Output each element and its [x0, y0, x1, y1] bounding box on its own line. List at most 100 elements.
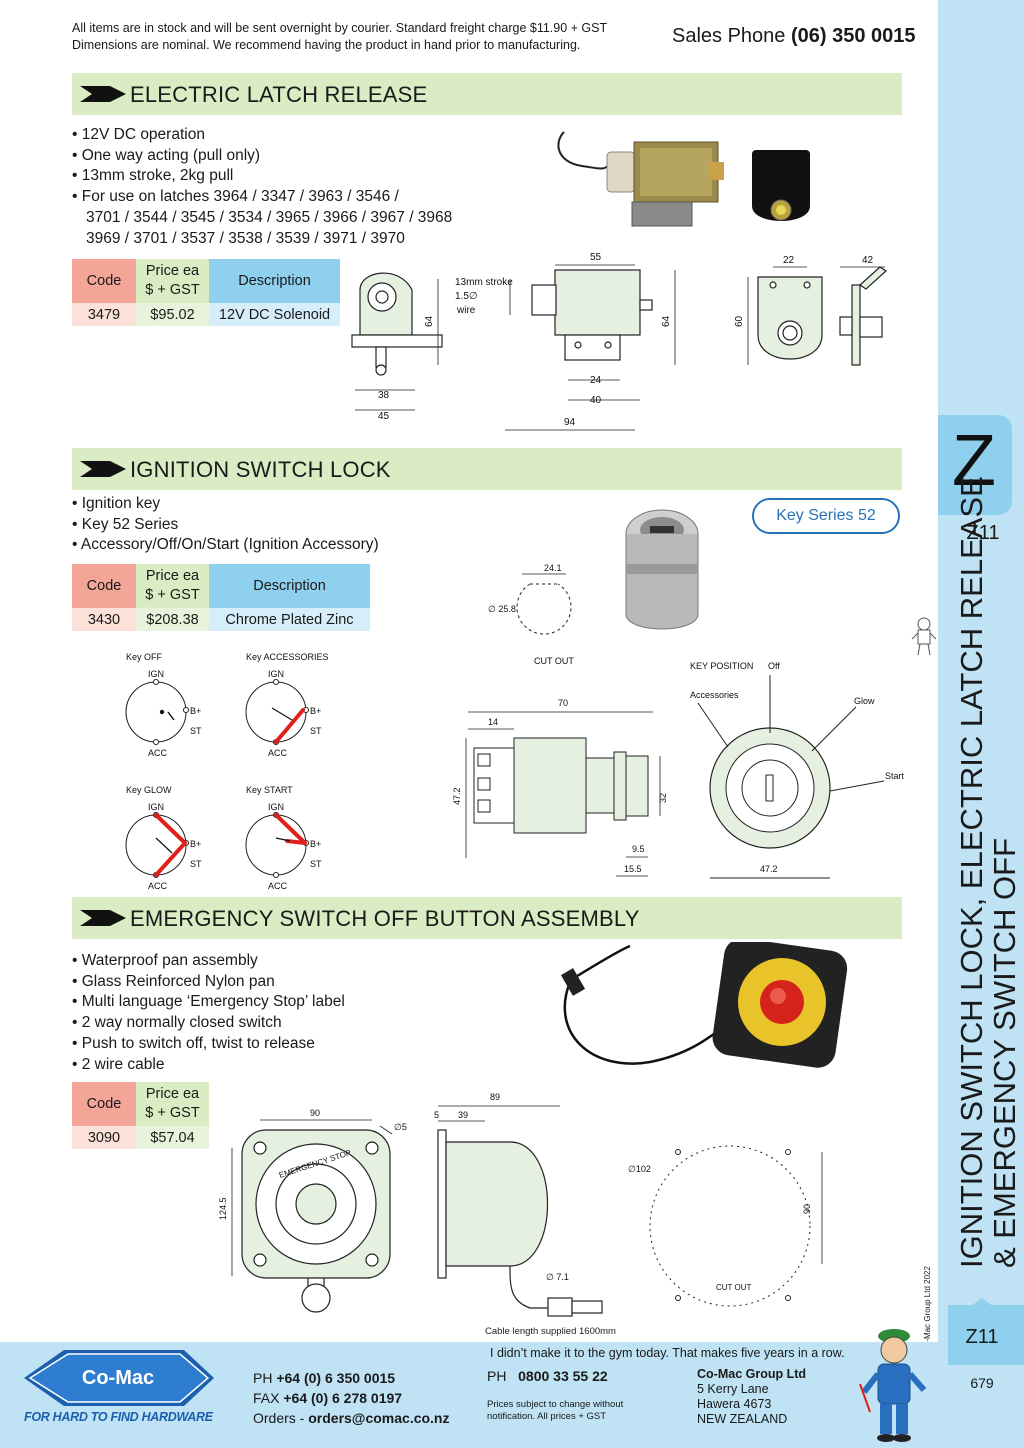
diagram-st: ST: [310, 726, 322, 736]
diagram-bplus: B+: [310, 839, 321, 849]
dim-42: 42: [862, 255, 874, 266]
company-address: Co-Mac Group Ltd 5 Kerry Lane Hawera 467…: [697, 1367, 806, 1427]
cell-description: Chrome Plated Zinc: [209, 608, 370, 631]
emergency-button-photo: [560, 942, 848, 1068]
diagram-bplus: B+: [190, 706, 201, 716]
dim-22: 22: [783, 255, 795, 266]
freephone: PH 0800 33 55 22: [487, 1368, 608, 1384]
ignition-price-table: Code Price ea$ + GST Description 3430 $2…: [72, 564, 370, 631]
section-header-ignition: IGNITION SWITCH LOCK: [72, 448, 902, 490]
col-code: Code: [72, 259, 136, 303]
section-title-ignition: IGNITION SWITCH LOCK: [130, 457, 391, 482]
section-letter-tab[interactable]: [938, 415, 1012, 515]
vertical-title-line2: & EMERGENCY SWITCH OFF: [987, 837, 1022, 1268]
emergency-features: Waterproof pan assembly Glass Reinforced…: [72, 951, 345, 1075]
latch-feature: For use on latches 3964 / 3347 / 3963 / …: [72, 187, 452, 208]
comac-logo[interactable]: Co-Mac: [24, 1346, 214, 1410]
chevron-arrow-icon: [80, 461, 126, 477]
sales-phone-number[interactable]: (06) 350 0015: [790, 25, 916, 47]
ph-number[interactable]: +64 (0) 6 350 0015: [276, 1370, 396, 1386]
emergency-dimension-drawing: 90 ∅5 124.5 EMERGENCY STOP 89 5 39 ∅ 7.1…: [218, 1092, 823, 1317]
dim-14: 14: [488, 717, 498, 727]
diagram-title: Key OFF: [126, 652, 163, 662]
cell-price: $57.04: [136, 1126, 209, 1149]
dim-25-8: ∅ 25.8: [488, 604, 516, 614]
latch-feature-cont: 3701 / 3544 / 3545 / 3534 / 3965 / 3966 …: [86, 208, 453, 226]
dim-90a: 90: [310, 1108, 320, 1118]
section-title-emergency: EMERGENCY SWITCH OFF BUTTON ASSEMBLY: [130, 906, 640, 931]
dim-60: 60: [734, 315, 745, 327]
sales-phone-label: Sales Phone: [672, 25, 786, 47]
col-price-line2: $ + GST: [145, 282, 200, 298]
section-code-tab[interactable]: [948, 1305, 1024, 1365]
cell-code: 3090: [72, 1126, 136, 1149]
table-row[interactable]: 3479 $95.02 12V DC Solenoid: [72, 303, 340, 326]
latch-feature: 12V DC operation: [72, 125, 452, 146]
diagram-bplus: B+: [310, 706, 321, 716]
cell-price: $95.02: [136, 303, 209, 326]
dim-64a: 64: [424, 315, 435, 327]
cell-code: 3430: [72, 608, 136, 631]
section-letter: Z: [952, 421, 996, 501]
col-price: Price ea $ + GST: [136, 1082, 209, 1126]
cutout-label: CUT OUT: [534, 656, 574, 666]
emergency-feature: 2 wire cable: [72, 1055, 345, 1076]
col-description: Description: [209, 564, 370, 608]
address-line: Hawera 4673: [697, 1397, 772, 1411]
sidebar: [938, 0, 1024, 1448]
diagram-st: ST: [310, 859, 322, 869]
dim-stroke-3: wire: [456, 305, 476, 316]
dim-38: 38: [378, 390, 390, 401]
diagram-title: Key GLOW: [126, 785, 172, 795]
dim-90b: 90: [802, 1204, 812, 1214]
dim-7-1: ∅ 7.1: [546, 1272, 569, 1282]
ph-label: PH: [253, 1370, 273, 1386]
emergency-cutout-label: CUT OUT: [716, 1283, 752, 1292]
ph2-label: PH: [487, 1368, 507, 1384]
dim-stroke-2: 1.5∅: [455, 291, 478, 302]
col-price: Price ea$ + GST: [136, 564, 209, 608]
col-price-line2: $ + GST: [145, 1105, 200, 1121]
fax-number: +64 (0) 6 278 0197: [283, 1390, 403, 1406]
section-code-top: Z11: [966, 522, 1000, 544]
ignition-key-diagrams: Key OFF IGN B+ ST ACC Key ACCESSORIES IG…: [125, 652, 329, 891]
diagram-bplus: B+: [190, 839, 201, 849]
orders-email[interactable]: orders@comac.co.nz: [308, 1410, 450, 1426]
col-price-line1: Price ea: [145, 568, 200, 584]
key-off-label: Off: [768, 661, 780, 671]
ph2-number[interactable]: 0800 33 55 22: [518, 1368, 608, 1384]
emergency-feature: Waterproof pan assembly: [72, 951, 345, 972]
latch-feature: 13mm stroke, 2kg pull: [72, 166, 452, 187]
freight-note: All items are in stock and will be sent …: [72, 20, 607, 54]
key-series-badge[interactable]: Key Series 52: [752, 498, 900, 534]
dim-39: 39: [458, 1110, 468, 1120]
diagram-ign: IGN: [148, 802, 164, 812]
key-position-drawing: KEY POSITION Off Accessories Glow Start …: [690, 661, 905, 879]
cell-price: $208.38: [136, 608, 209, 631]
freight-note-line2: Dimensions are nominal. We recommend hav…: [72, 38, 581, 52]
vertical-title-line1: IGNITION SWITCH LOCK, ELECTRIC LATCH REL…: [954, 476, 989, 1268]
diagram-acc: ACC: [268, 881, 288, 891]
table-row[interactable]: 3430 $208.38 Chrome Plated Zinc: [72, 608, 370, 631]
ignition-features: Ignition key Key 52 Series Accessory/Off…: [72, 494, 379, 556]
emergency-feature: 2 way normally closed switch: [72, 1013, 345, 1034]
footer-joke: I didn’t make it to the gym today. That …: [490, 1346, 845, 1360]
dim-32: 32: [658, 793, 668, 803]
company-name: Co-Mac Group Ltd: [697, 1367, 807, 1381]
fax-label: FAX: [253, 1390, 280, 1406]
dim-64b: 64: [661, 315, 672, 327]
diagram-ign: IGN: [268, 802, 284, 812]
table-row[interactable]: 3090 $57.04: [72, 1126, 209, 1149]
ignition-feature: Ignition key: [72, 494, 379, 515]
tab-tip: [970, 1298, 994, 1307]
cell-code: 3479: [72, 303, 136, 326]
tagline: FOR HARD TO FIND HARDWARE: [24, 1410, 213, 1424]
section-code-bottom: Z11: [965, 1326, 999, 1348]
dim-24-1: 24.1: [544, 563, 562, 573]
chevron-arrow-icon: [80, 910, 126, 926]
emergency-feature: Push to switch off, twist to release: [72, 1034, 345, 1055]
ignition-side-drawing: 70 14 47.2 32 9.5 15.5: [452, 698, 668, 877]
dim-94: 94: [564, 417, 576, 428]
col-price-line1: Price ea: [145, 1086, 200, 1102]
dim-70: 70: [558, 698, 568, 708]
